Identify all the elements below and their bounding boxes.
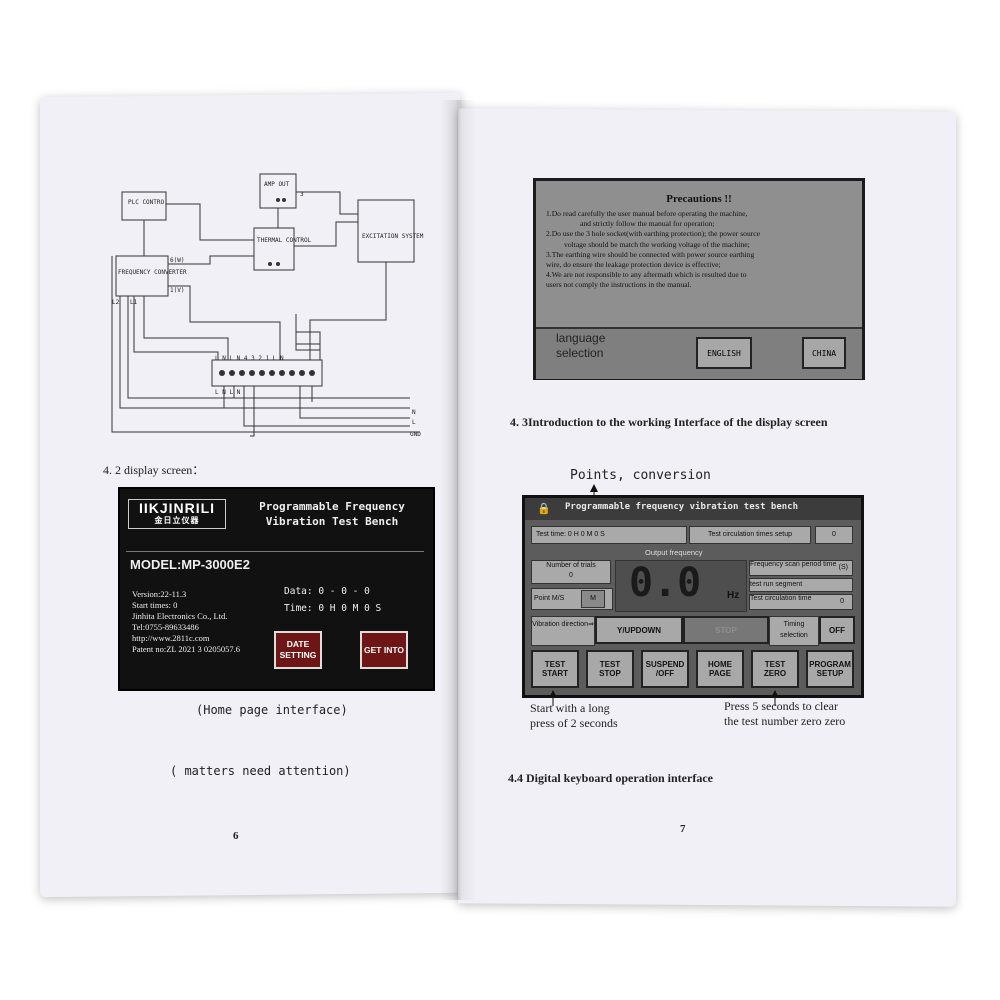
timing-selection-button[interactable]: OFF [819,616,855,644]
vibration-direction-label: Vibration direction⇒ [531,616,595,646]
home-title: Programmable Frequency Vibration Test Be… [259,500,405,528]
brand-logo: IIKJINRILI 金日立仪器 [128,499,226,529]
diagram-label-l1: L1 [130,299,138,306]
date-time-readout: Data: 0 - 0 - 0 Time: 0 H 0 M 0 S [284,586,382,614]
working-title: Programmable frequency vibration test be… [565,502,798,512]
working-header: 🔒 Programmable frequency vibration test … [525,498,861,520]
circulation-setup-value[interactable]: 0 [815,526,853,544]
suspend-off-button[interactable]: SUSPEND /OFF [641,650,689,688]
language-selection-label: language selection [556,331,606,360]
terminal-top-label: L N L N 4 3 2 1 L N [215,355,284,362]
page-number-right: 7 [680,823,686,835]
home-divider [126,551,424,552]
home-info: Version:22-11.3 Start times: 0 Jinhita E… [132,589,241,654]
test-run-segment: test run segment [749,578,853,592]
section-4-2-title: 4. 2 display screen： [103,463,205,477]
home-caption: (Home page interface) [196,703,348,717]
plc-label: PLC CONTRO [128,199,165,206]
frequency-display [615,560,747,612]
working-screen: 🔒 Programmable frequency vibration test … [522,495,864,698]
test-time-readout: Test time: 0 H 0 M 0 S [531,526,687,544]
precautions-screen: Precautions !! 1.Do read carefully the u… [533,178,865,380]
matters-caption: ( matters need attention) [170,764,351,778]
page-number-left: 6 [233,830,239,842]
diagram-label-6w: 6(W) [170,257,184,264]
circulation-setup-label: Test circulation times setup [689,526,811,544]
wiring-diagram: PLC CONTRO AMP OUT THERMAL CONTROL EXCIT… [111,173,424,438]
diagram-label-gnd: GND [410,431,421,438]
diagram-label-l: L [412,419,416,426]
scan-period: Frequency scan period time (S) [749,560,853,576]
section-4-4-title: 4.4 Digital keyboard operation interface [508,771,713,785]
lock-icon[interactable]: 🔒 [537,503,551,515]
precautions-text: 1.Do read carefully the user manual befo… [546,209,761,290]
china-button[interactable]: CHINA [802,337,846,369]
number-of-trials: Number of trials 0 [531,560,611,584]
frequency-label: FREQUENCY CONVERTER [118,269,187,276]
home-page-button[interactable]: HOME PAGE [696,650,744,688]
note-zero: Press 5 seconds to clear the test number… [724,699,846,728]
output-frequency-label: Output frequency [645,548,703,557]
frequency-unit: Hz [727,590,740,601]
diagram-label-n: N [412,409,416,416]
point-ms-value[interactable]: M [581,590,605,608]
diagram-label-1v: 1(V) [170,287,184,294]
circulation-time: Test circulation time 0 [749,594,853,610]
terminal-bottom-label: L N L N [215,389,241,396]
section-4-3-title: 4. 3Introduction to the working Interfac… [510,415,828,429]
frequency-value: 0.0 [629,560,702,606]
vibration-direction-button[interactable]: Y/UPDOWN [595,616,683,644]
date-setting-button[interactable]: DATE SETTING [274,631,322,669]
get-into-button[interactable]: GET INTO [360,631,408,669]
timing-selection-label: Timing selection [769,616,819,646]
thermal-label: THERMAL CONTROL [257,237,312,244]
stop-button[interactable]: STOP [683,616,769,644]
test-start-button[interactable]: TEST START [531,650,579,688]
note-arrows [549,690,779,706]
home-screen: IIKJINRILI 金日立仪器 Programmable Frequency … [118,487,435,691]
program-setup-button[interactable]: PROGRAM SETUP [806,650,854,688]
english-button[interactable]: ENGLISH [696,337,752,369]
test-stop-button[interactable]: TEST STOP [586,650,634,688]
precautions-title: Precautions !! [666,193,732,205]
points-conversion-annotation: Points, conversion [570,468,711,483]
test-zero-button[interactable]: TEST ZERO [751,650,799,688]
diagram-label-3: 3 [300,191,304,198]
note-start: Start with a long press of 2 seconds [530,701,618,730]
amp-out-label: AMP OUT [264,181,290,188]
excitation-label: EXCITATION SYSTEM [362,233,424,240]
diagram-label-l2: L2 [112,299,120,306]
model-label: MODEL:MP-3000E2 [130,557,250,572]
